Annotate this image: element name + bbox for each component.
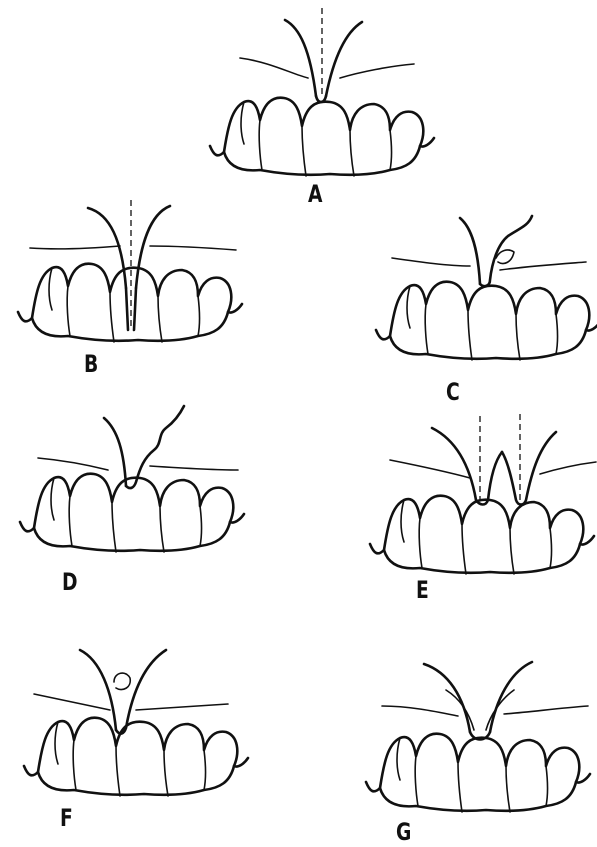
panel-label-g: G xyxy=(396,818,411,846)
panel-b-teeth xyxy=(18,264,242,342)
panel-e-teeth xyxy=(370,496,594,574)
panel-label-e: E xyxy=(416,576,429,604)
panel-b-frenum xyxy=(30,200,236,330)
panel-g-frenum xyxy=(382,662,588,740)
panel-label-c: C xyxy=(446,378,460,406)
panel-g xyxy=(366,662,590,812)
panel-e-frenum xyxy=(390,414,596,505)
panel-f-teeth xyxy=(24,718,248,796)
panel-label-d: D xyxy=(62,568,78,596)
panel-label-a: A xyxy=(308,180,322,208)
panel-d-teeth xyxy=(20,474,244,552)
panel-a-teeth xyxy=(210,98,434,176)
panel-a-frenum xyxy=(240,8,414,102)
panel-g-teeth xyxy=(366,734,590,812)
panel-d xyxy=(20,406,244,552)
panel-c-frenum xyxy=(392,216,586,286)
panel-b xyxy=(18,200,242,342)
panel-label-b: B xyxy=(84,350,98,378)
panel-c xyxy=(376,216,597,360)
panel-d-frenum xyxy=(38,406,238,488)
panel-a xyxy=(210,8,434,176)
panel-e xyxy=(370,414,596,574)
panel-c-teeth xyxy=(376,282,597,360)
panel-f xyxy=(24,650,248,796)
panel-label-f: F xyxy=(60,804,73,832)
